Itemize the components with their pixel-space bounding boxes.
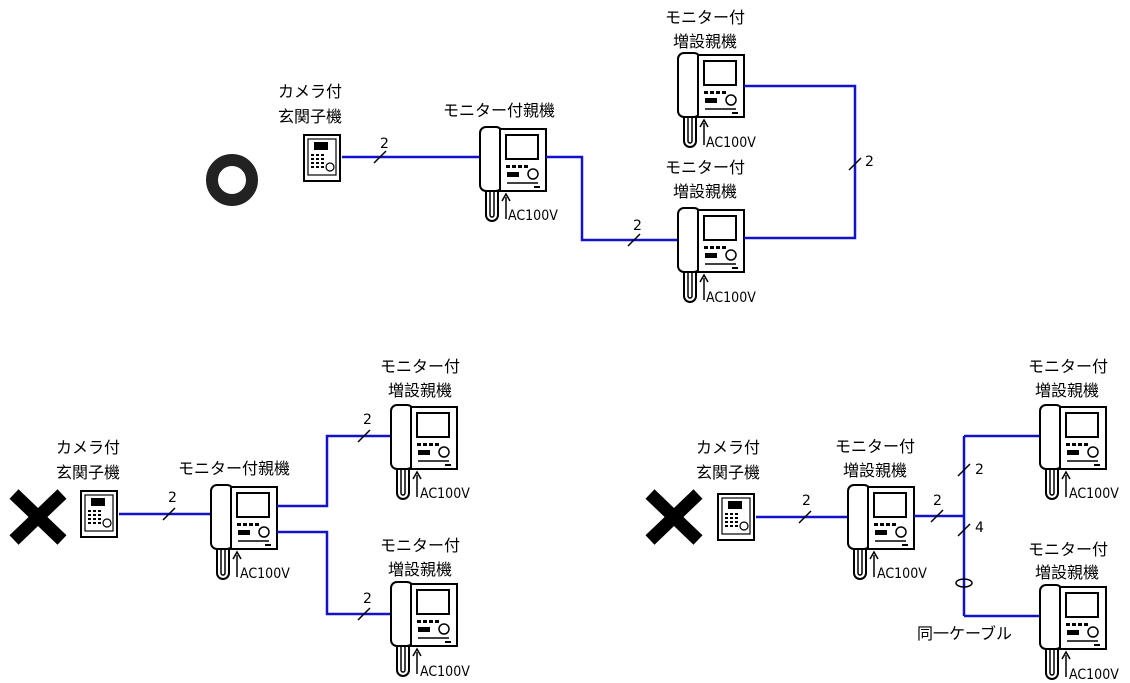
cross-mark-icon [9,489,67,545]
monitor-extension-icon [1039,584,1107,680]
wire-count: 2 [363,412,372,428]
ext-upper-label-line2: 増設親機 [388,381,452,400]
camera-label-line2: 玄関子機 [56,463,120,482]
cable-bundle-icon [955,578,973,588]
ext-upper-label-line1: モニター付 [380,357,460,376]
ext-mid-label-line2: 増設親機 [673,182,737,201]
diagram-bottom-right: カメラ付 玄関子機 2 モニター付 増設親機 AC100V 2 2 4 同一ケー… [645,357,1119,683]
wire-count: 2 [633,218,642,234]
diagram-top: カメラ付 玄関子機 2 モニター付親機 AC100V 2 モニター付 増設親機 … [206,8,874,306]
wire-count: 2 [933,493,942,509]
wire-master-to-ext-lower [277,530,393,616]
cross-mark-icon [645,489,703,545]
ext-mid-label-line1: モニター付 [665,158,745,177]
monitor-extension-icon [1039,404,1107,500]
power-label: AC100V [1069,667,1119,683]
ext-upper-label-line2: 増設親機 [1035,381,1099,400]
power-label: AC100V [420,486,470,502]
power-label: AC100V [420,664,470,680]
ext-upper-label-line1: モニター付 [1028,357,1108,376]
ext-lower-label-line1: モニター付 [1028,540,1108,559]
monitor-extension-icon [390,581,458,677]
camera-label-line2: 玄関子機 [696,463,760,482]
camera-label-line2: 玄関子機 [278,107,342,126]
power-label: AC100V [877,566,927,582]
master-label: モニター付親機 [443,101,555,120]
camera-label-line1: カメラ付 [56,438,120,457]
power-label: AC100V [706,135,756,151]
camera-label-line1: カメラ付 [696,438,760,457]
monitor-master-icon [479,126,547,222]
wire-master-to-ext1 [546,155,678,242]
power-label: AC100V [508,208,558,224]
monitor-extension-icon [847,484,915,580]
monitor-extension-icon [677,207,745,303]
camera-door-station-icon [80,490,118,538]
wire-master-to-ext-upper [277,434,393,508]
power-label: AC100V [240,566,290,582]
power-label: AC100V [706,290,756,306]
same-cable-label: 同一ケーブル [917,624,1012,643]
monitor-extension-icon [677,52,745,148]
ext-lower-label-line2: 増設親機 [1035,563,1099,582]
camera-door-station-icon [303,134,341,182]
power-label: AC100V [1069,486,1119,502]
ext-top-label-line2: 増設親機 [673,32,737,51]
wire-ext-loop [744,84,857,240]
ext-lower-label-line2: 増設親機 [388,560,452,579]
wire-count: 2 [380,136,389,152]
camera-label-line1: カメラ付 [278,82,342,101]
ext-top-label-line1: モニター付 [665,8,745,27]
master-label: モニター付親機 [178,459,290,478]
wire-count: 2 [363,591,372,607]
wire-count: 2 [865,154,874,170]
monitor-master-icon [210,484,278,580]
circle-mark-icon [206,154,258,206]
ext-center-label-line1: モニター付 [835,437,915,456]
diagram-bottom-left: カメラ付 玄関子機 2 モニター付親機 AC100V 2 2 モニター付 増設親… [9,357,470,680]
ext-lower-label-line1: モニター付 [380,536,460,555]
wire-count: 4 [975,520,984,536]
wire-count: 2 [168,490,177,506]
camera-door-station-icon [717,493,755,541]
wire-count: 2 [975,462,984,478]
ext-center-label-line2: 増設親機 [843,461,907,480]
monitor-extension-icon [390,404,458,500]
wire-count: 2 [802,493,811,509]
